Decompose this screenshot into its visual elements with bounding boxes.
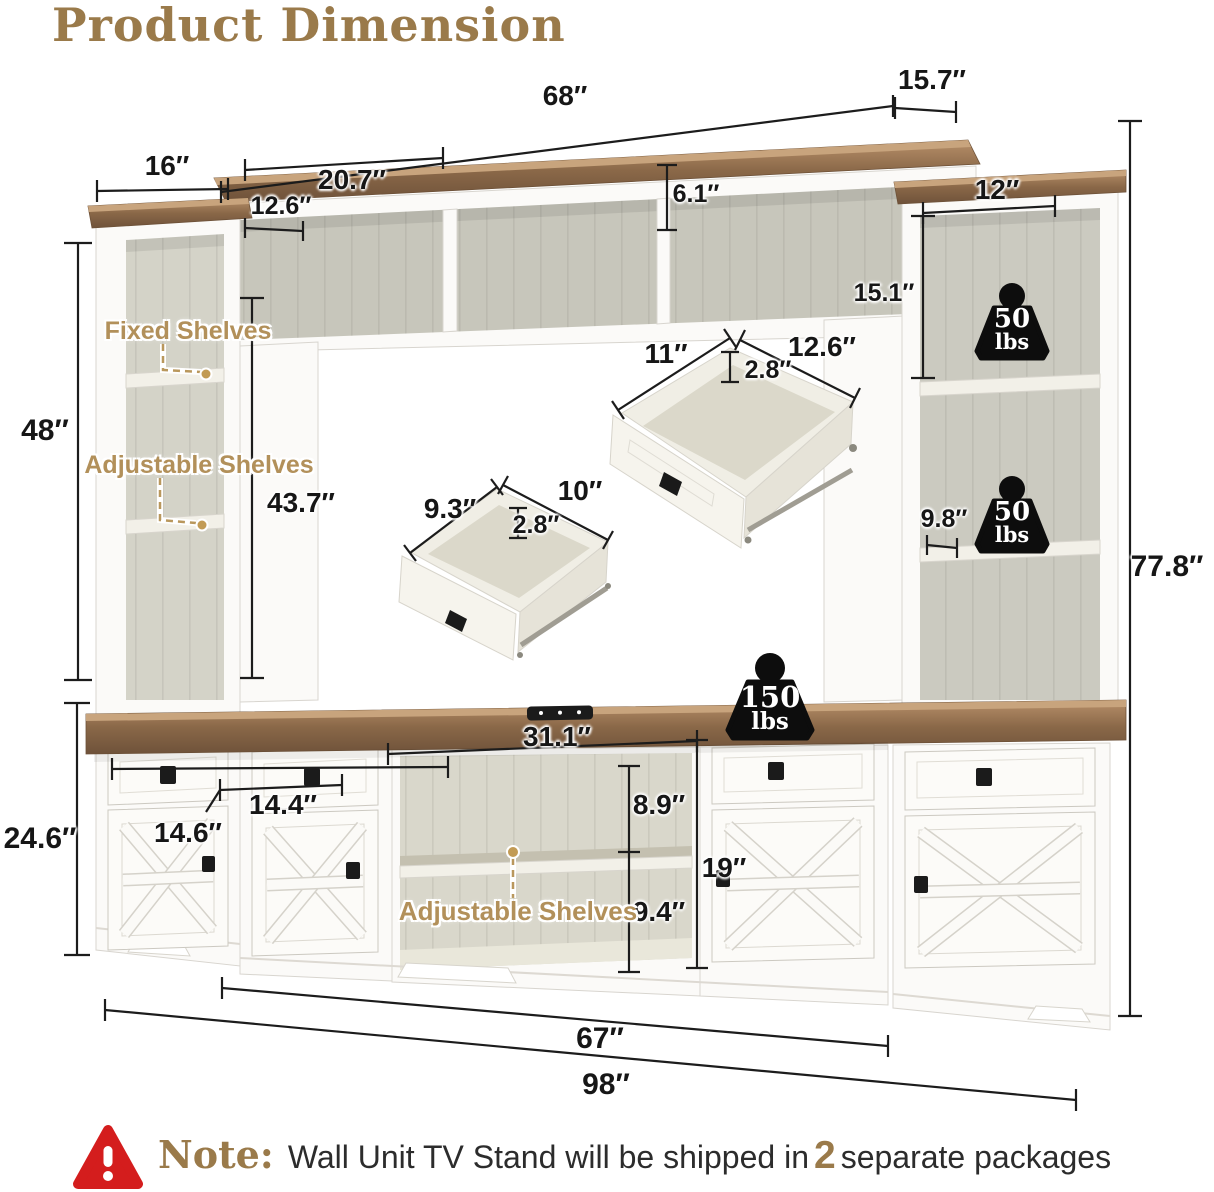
weight-unit: lbs bbox=[751, 707, 789, 735]
dim-left-tower-open-height: 48″ bbox=[21, 414, 69, 447]
weight-unit: lbs bbox=[994, 521, 1030, 547]
dim-left-door-width: 14.4″ bbox=[249, 789, 317, 820]
dim-center-opening-width: 31.1″ bbox=[523, 721, 591, 752]
shelf-leader-lines bbox=[157, 344, 520, 898]
dim-upper-shelf-height: 8.9″ bbox=[632, 789, 686, 820]
adjustable-shelves-tower-label: Adjustable Shelves bbox=[84, 451, 314, 479]
weight-badge-tower-upper bbox=[974, 283, 1050, 361]
dim-right-shelf-depth: 9.8″ bbox=[920, 505, 968, 533]
dim-cubby-depth: 12.6″ bbox=[250, 192, 312, 220]
weight-unit: lbs bbox=[994, 328, 1030, 354]
dim-tv-opening-height: 43.7″ bbox=[267, 487, 335, 518]
page-title: Product Dimension bbox=[52, 0, 566, 52]
dim-total-height: 77.8″ bbox=[1130, 550, 1204, 583]
dim-hutch-width: 68″ bbox=[542, 80, 588, 111]
weight-label-tower-lower: 50 lbs bbox=[993, 497, 1031, 547]
weight-badge-tower-lower bbox=[974, 476, 1050, 554]
dim-drawer-large-height: 2.8″ bbox=[744, 356, 792, 384]
shipping-note: Note: Wall Unit TV Stand will be shipped… bbox=[158, 1132, 1111, 1178]
drawer-box-large bbox=[609, 347, 857, 549]
dim-drawer-small-height: 2.8″ bbox=[512, 511, 560, 539]
dim-drawer-large-side: 11″ bbox=[644, 338, 688, 369]
dim-right-top-opening-height: 15.1″ bbox=[853, 279, 915, 307]
dim-cubby-width: 20.7″ bbox=[318, 164, 386, 195]
warning-triangle-icon bbox=[73, 1125, 143, 1189]
dim-console-height: 24.6″ bbox=[3, 822, 77, 855]
drawer-box-small bbox=[398, 488, 611, 661]
weight-label-tower-upper: 50 lbs bbox=[993, 304, 1031, 354]
dim-total-width: 98″ bbox=[582, 1068, 630, 1101]
weight-value: 150 bbox=[739, 680, 801, 714]
right-tower bbox=[893, 169, 1127, 715]
dim-right-tower-width: 12″ bbox=[974, 174, 1020, 205]
dim-drawer-small-width: 10″ bbox=[557, 475, 603, 506]
dimension-lines bbox=[64, 95, 1142, 1111]
barn-doors bbox=[107, 805, 1096, 969]
wall-unit-tv-stand bbox=[85, 139, 1127, 1031]
dim-drawer-large-width: 12.6″ bbox=[788, 331, 856, 362]
note-text-before: Wall Unit TV Stand will be shipped in bbox=[287, 1139, 809, 1175]
dim-console-width: 67″ bbox=[576, 1022, 624, 1055]
tv-console bbox=[85, 699, 1127, 1031]
top-bridge-hutch bbox=[213, 139, 981, 703]
note-label: Note: bbox=[158, 1132, 274, 1177]
weight-value: 50 bbox=[993, 497, 1031, 527]
power-outlet-strip bbox=[526, 705, 594, 721]
note-text-after: separate packages bbox=[840, 1139, 1112, 1175]
weight-value: 50 bbox=[993, 304, 1031, 334]
dim-top-depth: 15.7″ bbox=[898, 64, 966, 95]
note-highlight: 2 bbox=[813, 1134, 836, 1177]
dim-left-tower-width: 16″ bbox=[144, 150, 190, 181]
dim-cubby-height: 6.1″ bbox=[672, 180, 720, 208]
console-drawers bbox=[107, 743, 1096, 811]
adjustable-shelves-console-label: Adjustable Shelves bbox=[398, 896, 638, 926]
weight-badge-console bbox=[725, 653, 815, 741]
dim-right-door-height: 19″ bbox=[701, 852, 747, 883]
dim-lower-shelf-height: 9.4″ bbox=[632, 896, 686, 927]
dim-drawer-small-side: 9.3″ bbox=[423, 493, 477, 524]
dim-far-left-door-width: 14.6″ bbox=[154, 817, 222, 848]
fixed-shelves-label: Fixed Shelves bbox=[104, 317, 272, 345]
weight-label-console: 150 lbs bbox=[739, 680, 801, 735]
